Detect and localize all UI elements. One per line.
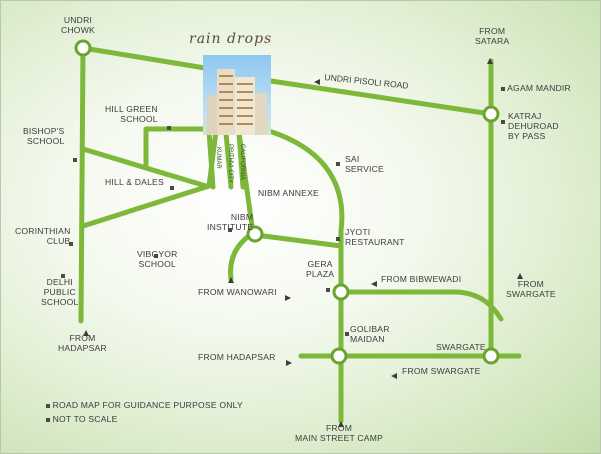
label-from-swargate: FROM SWARGATE xyxy=(402,366,481,376)
label-vibgyor-school: VIBGYOR SCHOOL xyxy=(137,249,178,269)
road-california xyxy=(236,130,246,190)
road-left-vertical xyxy=(78,45,86,324)
road-nibm-annexe xyxy=(266,128,345,424)
project-logo: rain drops xyxy=(189,31,273,47)
arrow-up-icon xyxy=(83,324,89,342)
label-jyoti-restaurant: JYOTI RESTAURANT xyxy=(345,227,405,247)
marker-icon xyxy=(228,221,232,239)
arrow-right-icon xyxy=(285,289,291,307)
marker-icon xyxy=(170,179,174,197)
marker-icon xyxy=(326,281,330,299)
label-gera-plaza: GERA PLAZA xyxy=(306,259,335,279)
note-guidance-text: ROAD MAP FOR GUIDANCE PURPOSE ONLY xyxy=(52,400,243,410)
label-nibm-annexe: NIBM ANNEXE xyxy=(258,188,319,198)
arrow-left-icon xyxy=(391,367,397,385)
label-from-hadapsar: FROM HADAPSAR xyxy=(198,352,276,362)
marker-icon xyxy=(73,151,77,169)
arrow-up-icon xyxy=(338,415,344,433)
road-prithvi xyxy=(223,130,234,190)
arrow-up-icon xyxy=(517,267,523,285)
note-scale: NOT TO SCALE xyxy=(46,414,118,424)
label-from-wanowari: FROM WANOWARI xyxy=(198,287,277,297)
street-california: CALIFORNIA xyxy=(239,144,245,181)
arrow-up-icon xyxy=(228,271,234,289)
junction-katraj xyxy=(482,105,500,123)
junction-undri-chowk xyxy=(74,39,92,57)
arrow-right-icon xyxy=(286,354,292,372)
junction-nibm xyxy=(246,225,264,243)
label-agam-mandir: AGAM MANDIR xyxy=(507,83,571,93)
label-golibar-maidan: GOLIBAR MAIDAN xyxy=(350,324,390,344)
note-guidance: ROAD MAP FOR GUIDANCE PURPOSE ONLY xyxy=(46,400,243,410)
label-from-swargate-right: FROM SWARGATE xyxy=(506,279,556,299)
marker-icon xyxy=(61,267,65,285)
street-kumar: KUMAR xyxy=(215,147,221,169)
junction-swargate xyxy=(482,347,500,365)
marker-icon xyxy=(501,86,505,91)
label-agam-mandir-row: AGAM MANDIR xyxy=(501,83,571,93)
road-diagonal-lower xyxy=(80,128,219,229)
marker-icon xyxy=(167,119,171,137)
road-nibm-jyoti xyxy=(253,232,344,249)
bullet-icon xyxy=(46,403,50,408)
arrow-left-icon xyxy=(314,73,320,91)
label-hill-dales: HILL & DALES xyxy=(105,177,164,187)
arrow-up-icon xyxy=(487,52,493,70)
road-kumar xyxy=(206,128,216,190)
label-sai-service: SAI SERVICE xyxy=(345,154,384,174)
label-from-bibwewadi: FROM BIBWEWADI xyxy=(381,274,462,284)
label-nibm-institute: NIBM INSTITUTE xyxy=(207,212,254,232)
label-swargate: SWARGATE xyxy=(436,342,486,352)
label-from-satara: FROM SATARA xyxy=(475,26,510,46)
arrow-left-icon xyxy=(371,275,377,293)
label-from-main-street-camp: FROM MAIN STREET CAMP xyxy=(295,423,384,443)
project-building-image xyxy=(203,55,271,135)
junction-golibar xyxy=(330,347,348,365)
label-hill-green-school: HILL GREEN SCHOOL xyxy=(105,104,158,124)
marker-icon xyxy=(345,325,349,343)
road-bibwewadi xyxy=(338,289,504,322)
marker-icon xyxy=(336,230,340,248)
marker-icon xyxy=(336,155,340,173)
label-katraj-dehuroad: KATRAJ DEHUROAD BY PASS xyxy=(508,111,559,141)
marker-icon xyxy=(154,247,158,265)
junction-gera-plaza xyxy=(332,283,350,301)
bullet-icon xyxy=(46,417,50,422)
label-corinthian-club: CORINTHIAN CLUB xyxy=(15,226,71,246)
marker-icon xyxy=(69,235,73,253)
street-prithvi: PRITHVI CITY xyxy=(227,144,233,184)
note-scale-text: NOT TO SCALE xyxy=(52,414,118,424)
label-undri-chowk: UNDRI CHOWK xyxy=(61,15,95,35)
marker-icon xyxy=(501,113,505,131)
label-delhi-public-school: DELHI PUBLIC SCHOOL xyxy=(41,277,79,307)
label-bishops-school: BISHOP'S SCHOOL xyxy=(23,126,65,146)
label-from-hadapsar-left: FROM HADAPSAR xyxy=(58,333,107,353)
road-hill-green xyxy=(143,126,214,169)
